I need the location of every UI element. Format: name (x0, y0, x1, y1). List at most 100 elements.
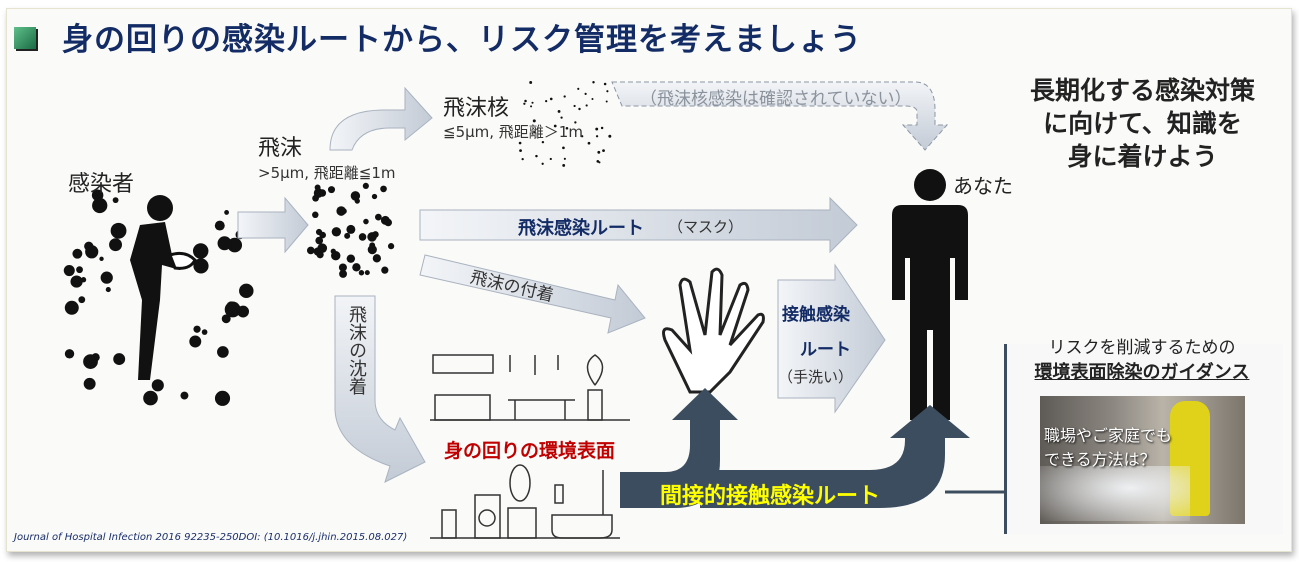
droplet-dot (358, 233, 367, 241)
droplet-dot (606, 90, 609, 93)
droplet-dot (85, 245, 99, 259)
droplet-dot (306, 246, 315, 255)
droplet-dot (319, 231, 326, 239)
droplet-dot (64, 300, 79, 315)
droplet-dot (346, 224, 356, 234)
droplet-dot (312, 211, 319, 219)
arrow-to-droplet-nuclei (329, 86, 433, 151)
arrow-to-droplet (237, 196, 309, 254)
droplet-dot (596, 160, 600, 163)
droplet-dot (387, 243, 395, 250)
droplet-dot (237, 305, 250, 318)
droplet-dot (344, 232, 351, 239)
droplet-dot (375, 213, 382, 221)
droplet-dot (319, 246, 325, 252)
droplet-dot (597, 150, 601, 154)
contact-route-line2: ルート (800, 340, 851, 360)
droplet-dot (217, 346, 229, 358)
droplet-dot (346, 254, 356, 263)
droplet-dot (362, 182, 369, 189)
contact-route-line1: 接触感染 (782, 305, 850, 325)
contact-route-note: （手洗い） (778, 368, 854, 386)
droplet-dot (562, 146, 565, 150)
droplet-route-note: （マスク） (668, 218, 744, 236)
droplet-dot (105, 287, 111, 293)
droplet-dot (315, 236, 324, 245)
droplet-dot (591, 98, 594, 101)
droplet-dot (314, 184, 321, 191)
droplet-dot (180, 391, 189, 400)
infected-droplets (63, 189, 254, 406)
right-message: 長期化する感染対策 に向けて、知識を 身に着けよう (1010, 74, 1275, 173)
droplet-dot (109, 238, 122, 252)
droplet-dot (602, 149, 605, 153)
droplet-dot (217, 236, 232, 251)
droplet-dot (151, 379, 164, 392)
droplet-label: 飛沫 (258, 136, 303, 161)
droplet-dot (535, 154, 538, 158)
droplet-dot (201, 329, 208, 335)
droplet-dot (63, 265, 75, 277)
droplet-dot (587, 141, 591, 145)
droplet-dot (92, 197, 108, 214)
droplet-dot (330, 248, 336, 254)
droplet-dot (193, 258, 209, 274)
droplet-dot (530, 105, 533, 108)
droplet-dot (563, 95, 566, 98)
droplet-dot (581, 135, 584, 138)
guidance-title-link[interactable]: 環境表面除染のガイダンス (1034, 362, 1250, 383)
droplet-nuclei-detail: ≦5μm, 飛距離＞1m (443, 123, 583, 141)
droplet-dot (573, 104, 576, 108)
nuclei-route-note: （飛沫核感染は確認されていない） (640, 89, 912, 109)
droplet-dot (350, 191, 361, 201)
droplet-dot (189, 335, 202, 348)
surface-label: 身の回りの環境表面 (444, 440, 616, 462)
droplet-dot (608, 134, 612, 138)
droplet-dot (541, 162, 544, 165)
droplet-dot (118, 358, 125, 364)
droplet-detail: >5μm, 飛距離≦1m (258, 164, 396, 182)
droplet-dot (585, 104, 588, 107)
contact-route-arrow (777, 263, 886, 414)
droplet-dot (592, 81, 595, 84)
droplet-dot (532, 119, 536, 123)
bathroom-icon (430, 464, 620, 539)
droplet-dot (565, 126, 569, 130)
droplet-dot (372, 231, 379, 238)
droplet-dot (224, 301, 241, 318)
droplet-dot (380, 185, 387, 193)
droplet-dot (371, 193, 378, 200)
droplet-dot (143, 390, 158, 406)
citation: Journal of Hospital Infection 2016 92235… (14, 532, 408, 543)
droplet-dot (100, 271, 113, 284)
droplet-dot (91, 189, 104, 201)
droplet-dot (605, 100, 608, 103)
droplet-dot (384, 218, 393, 227)
indirect-route-label: 間接的接触感染ルート (660, 484, 881, 509)
droplet-dot (519, 149, 522, 152)
droplet-dot (549, 157, 552, 161)
droplet-dot (598, 161, 601, 164)
decontamination-photo (1040, 396, 1245, 524)
deposition-arrow (334, 295, 426, 483)
droplet-dot (239, 283, 254, 299)
adhesion-arrow (419, 254, 646, 334)
droplet-dot (338, 263, 347, 272)
droplet-dot (112, 197, 119, 204)
nuclei-route-arrow (611, 81, 949, 151)
droplet-dot (99, 256, 104, 262)
droplet-dot (312, 194, 319, 202)
droplet-dot (221, 314, 231, 324)
droplet-dot (563, 157, 566, 160)
droplet-dot (521, 158, 524, 161)
droplet-dot (72, 248, 83, 259)
indirect-route-arrow-2 (700, 405, 970, 508)
droplet-dot (562, 163, 566, 167)
hand-icon (662, 267, 765, 394)
droplet-dot (584, 92, 587, 95)
droplet-dot (339, 269, 348, 278)
right-message-line: 長期化する感染対策 (1029, 76, 1255, 105)
droplet-dot (372, 254, 381, 263)
droplet-dot (523, 102, 526, 105)
droplet-dot (557, 110, 561, 113)
